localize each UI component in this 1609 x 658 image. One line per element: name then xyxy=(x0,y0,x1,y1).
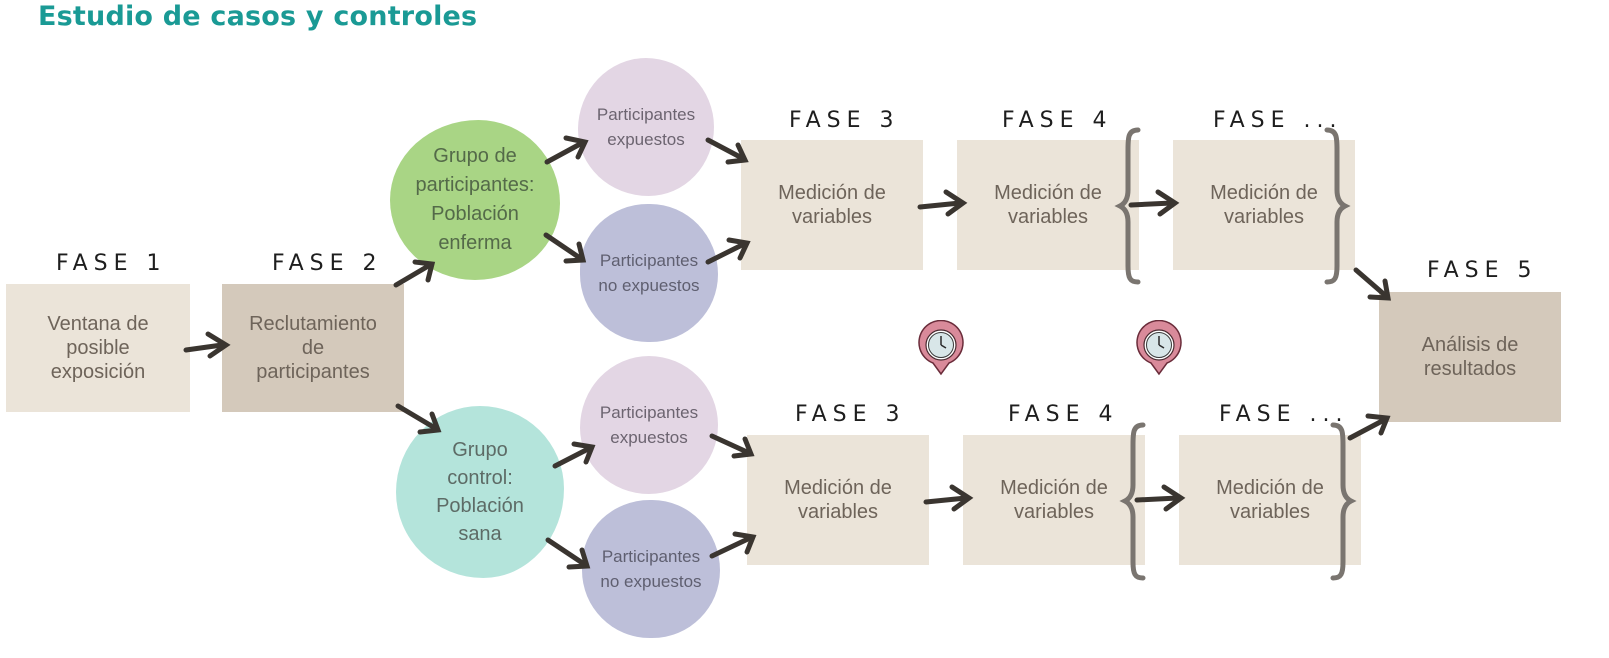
phase-label-n-bottom: FASE ... xyxy=(1219,402,1349,427)
group-text-line: control: xyxy=(447,467,513,489)
arrow-icon xyxy=(709,531,757,559)
phase-label-n-top: FASE ... xyxy=(1213,108,1343,133)
group-control-poblacion-sana: Grupo control: Población sana xyxy=(396,406,564,578)
subgroup-text-line: Participantes xyxy=(601,547,701,566)
box-text-line: Medición de xyxy=(778,182,886,204)
group-casos-poblacion-enferma: Grupo de participantes: Población enferm… xyxy=(390,120,560,280)
box-reclutamiento: Reclutamiento de participantes xyxy=(222,284,404,412)
curly-brace-icon xyxy=(1330,422,1357,581)
group-text-line: Población xyxy=(431,203,519,225)
curly-brace-icon xyxy=(1119,422,1146,581)
arrow-icon xyxy=(552,441,596,469)
box-text-line: Ventana de xyxy=(47,313,149,335)
subgroup-text-line: expuestos xyxy=(607,130,685,149)
arrow-icon xyxy=(1128,189,1180,217)
clock-pin-icon xyxy=(918,320,964,376)
arrow-icon xyxy=(1134,484,1186,512)
curly-brace-icon xyxy=(1324,127,1351,285)
box-text-line: Medición de xyxy=(1000,477,1108,499)
arrow-icon xyxy=(545,537,591,570)
phase-label-1: FASE 1 xyxy=(56,251,167,276)
subgroup-casos-no-expuestos: Participantes no expuestos xyxy=(580,204,718,342)
box-text-line: resultados xyxy=(1423,358,1517,380)
arrow-icon xyxy=(1347,413,1391,441)
box-text-line: Reclutamiento xyxy=(249,313,377,335)
arrow-icon xyxy=(393,259,436,288)
subgroup-casos-expuestos: Participantes expuestos xyxy=(578,58,714,196)
arrow-icon xyxy=(709,433,755,459)
box-text-line: de xyxy=(301,337,325,359)
arrow-icon xyxy=(544,135,589,165)
subgroup-text-line: Participantes xyxy=(599,251,699,270)
box-text-line: participantes xyxy=(256,361,370,383)
arrow-icon xyxy=(543,232,587,264)
group-text-line: Grupo de xyxy=(433,145,517,167)
group-text-line: enferma xyxy=(438,232,512,254)
box-text-line: Medición de xyxy=(784,477,892,499)
box-text-line: variables xyxy=(1229,501,1311,523)
box-text-line: posible xyxy=(66,337,130,359)
box-text-line: Medición de xyxy=(1216,477,1324,499)
subgroup-text-line: expuestos xyxy=(610,428,688,447)
curly-brace-icon xyxy=(1114,127,1141,285)
subgroup-text-line: no expuestos xyxy=(600,572,702,591)
arrow-icon xyxy=(395,403,442,435)
arrow-icon xyxy=(183,331,231,359)
group-text-line: participantes: xyxy=(415,174,535,196)
box-text-line: Medición de xyxy=(1210,182,1318,204)
subgroup-text-line: no expuestos xyxy=(598,276,700,295)
box-text-line: Medición de xyxy=(994,182,1102,204)
group-text-line: sana xyxy=(458,523,502,545)
group-text-line: Grupo xyxy=(452,439,508,461)
box-ventana-exposicion: Ventana de posible exposición xyxy=(6,284,190,412)
box-text-line: variables xyxy=(1007,206,1089,228)
box-text-line: variables xyxy=(791,206,873,228)
arrow-icon xyxy=(917,189,968,217)
arrow-icon xyxy=(923,484,974,512)
arrow-icon xyxy=(1353,267,1392,301)
subgroup-text-line: Participantes xyxy=(599,403,699,422)
clock-pin-icon xyxy=(1136,320,1182,376)
phase-label-2: FASE 2 xyxy=(272,251,383,276)
page-title: Estudio de casos y controles xyxy=(38,1,478,32)
phase-label-3-bottom: FASE 3 xyxy=(795,402,906,427)
box-text-line: exposición xyxy=(50,361,146,383)
phase-label-3-top: FASE 3 xyxy=(789,108,900,133)
phase-label-4-top: FASE 4 xyxy=(1002,108,1113,133)
subgroup-text-line: Participantes xyxy=(596,105,696,124)
box-text-line: variables xyxy=(1223,206,1305,228)
phase-label-5: FASE 5 xyxy=(1427,258,1538,283)
box-text-line: Análisis de xyxy=(1421,334,1519,356)
subgroup-control-no-expuestos: Participantes no expuestos xyxy=(582,500,720,638)
arrow-icon xyxy=(705,137,749,165)
group-text-line: Población xyxy=(436,495,524,517)
box-text-line: variables xyxy=(797,501,879,523)
box-text-line: variables xyxy=(1013,501,1095,523)
subgroup-control-expuestos: Participantes expuestos xyxy=(580,356,718,494)
phase-label-4-bottom: FASE 4 xyxy=(1008,402,1119,427)
arrow-icon xyxy=(705,237,751,265)
